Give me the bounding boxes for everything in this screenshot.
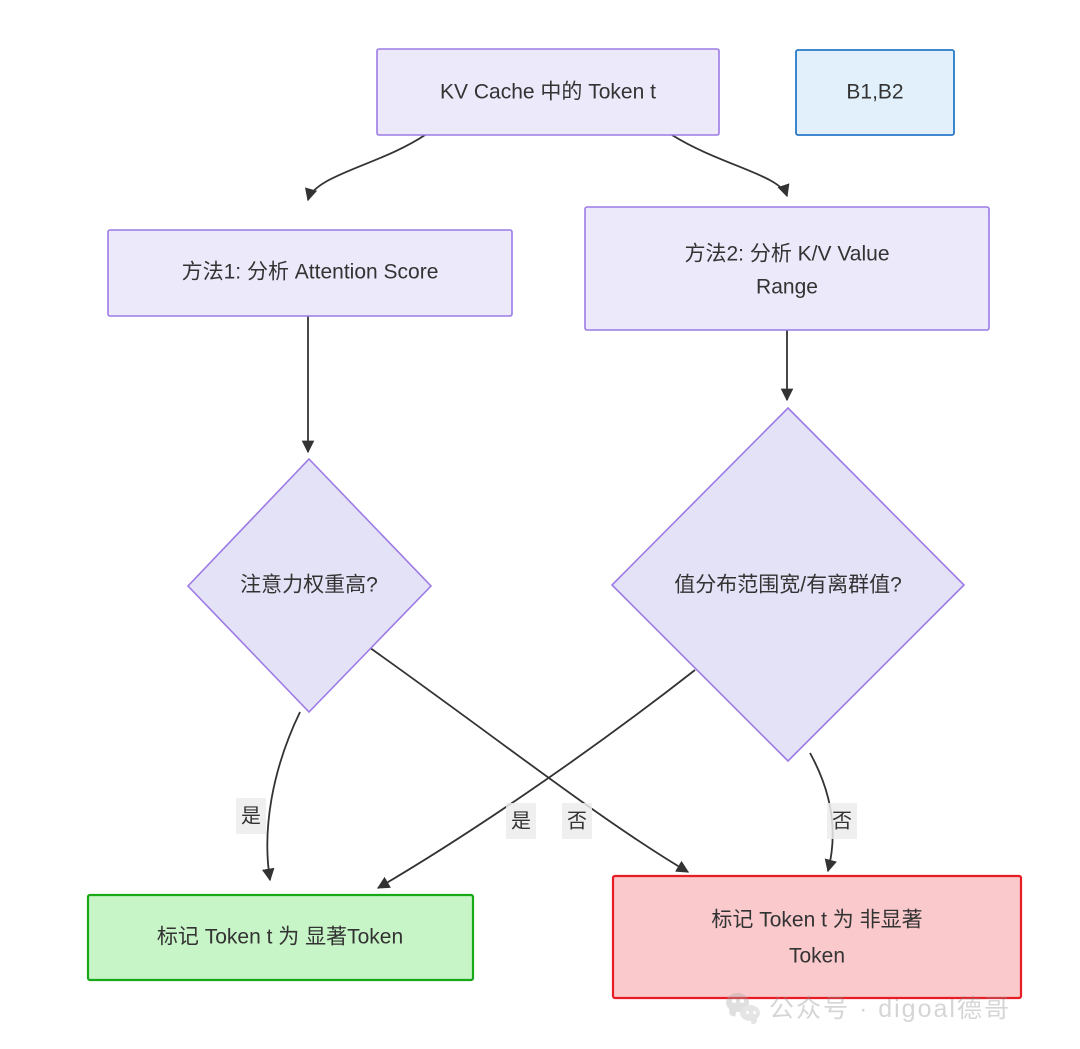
edge-group: [261, 134, 837, 889]
edge-label-bg: [236, 798, 266, 834]
node-method1-shape: [107, 229, 513, 317]
node-nonsalient-label-line2: Token: [789, 945, 845, 968]
node-nonsalient[interactable]: 标记 Token t 为 非显著 Token: [611, 874, 1023, 1000]
edge-decision1-yes-to-salient: [261, 711, 301, 882]
edge-start-to-method1: [305, 134, 426, 202]
edge-label-no-1: 否: [567, 810, 587, 832]
node-start-shape: [376, 48, 720, 136]
node-b1b2-shape: [795, 49, 955, 136]
edge-label-decision1-no: 否: [562, 803, 592, 839]
edge-label-no-2: 否: [832, 810, 852, 832]
node-b1b2-label: B1,B2: [846, 81, 903, 104]
node-salient[interactable]: 标记 Token t 为 显著Token: [86, 893, 475, 982]
node-nonsalient-shape: [611, 874, 1023, 1000]
node-decision2-label: 值分布范围宽/有离群值?: [674, 574, 902, 597]
edge-label-bg: [562, 803, 592, 839]
node-salient-label: 标记 Token t 为 显著Token: [157, 926, 403, 949]
node-method1-label: 方法1: 分析 Attention Score: [182, 261, 439, 284]
edge-label-yes-2: 是: [511, 810, 531, 832]
node-b1b2[interactable]: B1,B2: [795, 49, 955, 136]
node-method2[interactable]: 方法2: 分析 K/V Value Range: [584, 206, 990, 331]
edge-label-decision2-no: 否: [827, 803, 857, 839]
node-start[interactable]: KV Cache 中的 Token t: [376, 48, 720, 136]
edge-start-to-method2: [671, 134, 790, 198]
node-method2-label-line2: Range: [756, 276, 818, 299]
edge-label-bg: [827, 803, 857, 839]
node-salient-shape: [86, 893, 475, 982]
node-decision1-label: 注意力权重高?: [240, 574, 378, 597]
edge-label-yes-1: 是: [241, 805, 261, 827]
node-decision2-shape: [610, 406, 966, 763]
node-nonsalient-label-line1: 标记 Token t 为 非显著: [711, 909, 922, 932]
edge-decision2-yes-to-salient: [376, 669, 696, 889]
node-method2-shape: [584, 206, 990, 331]
edge-label-decision1-yes: 是: [236, 798, 266, 834]
node-start-label: KV Cache 中的 Token t: [440, 81, 656, 104]
edge-decision1-no-to-nonsalient: [365, 644, 690, 873]
node-decision1-shape: [186, 457, 433, 714]
node-decision1[interactable]: 注意力权重高?: [186, 457, 433, 714]
node-method2-label-line1: 方法2: 分析 K/V Value: [684, 243, 889, 266]
node-decision2[interactable]: 值分布范围宽/有离群值?: [610, 406, 966, 763]
edge-label-decision2-yes: 是: [506, 803, 536, 839]
node-method1[interactable]: 方法1: 分析 Attention Score: [107, 229, 513, 317]
edge-label-bg: [506, 803, 536, 839]
